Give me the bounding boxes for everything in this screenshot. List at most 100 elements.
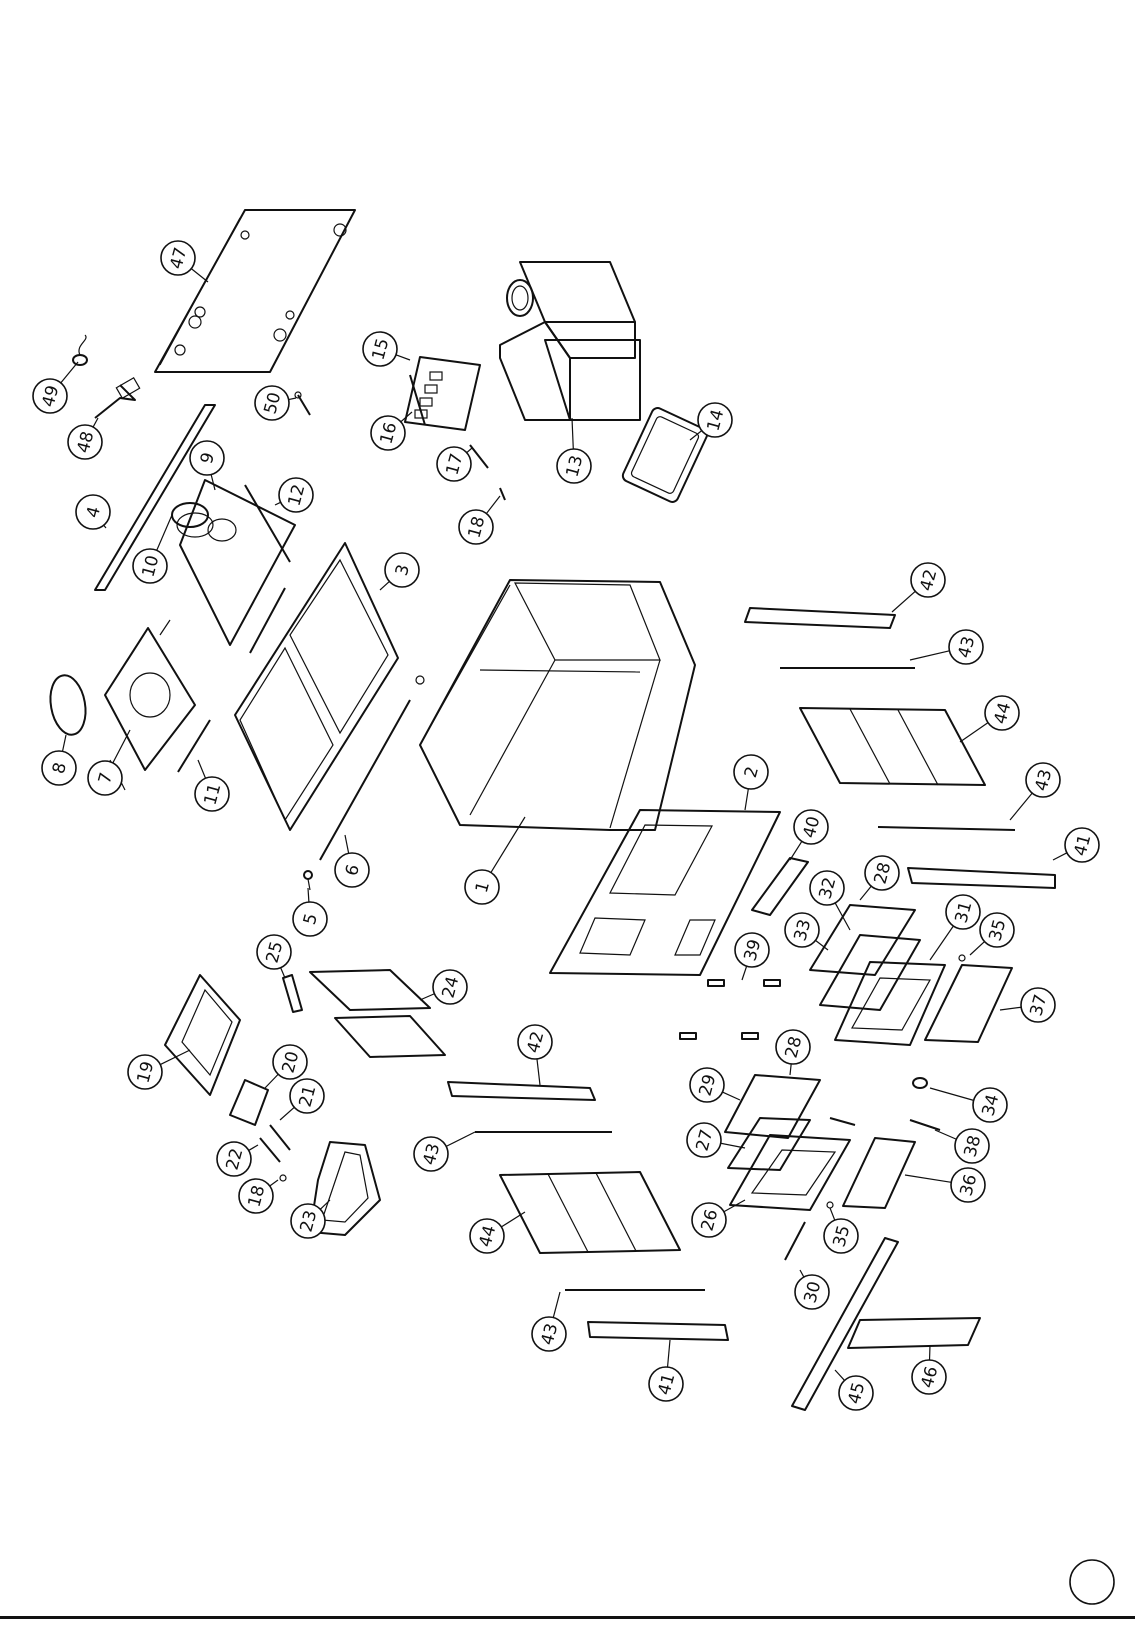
callout-43: 43 [910,630,983,664]
callout-leader [553,1292,560,1318]
callout-21: 21 [280,1079,324,1120]
footer-rule [0,1616,1135,1619]
callout-35: 35 [824,1208,858,1253]
callout-leader [830,1208,835,1220]
callout-43: 43 [1010,763,1060,820]
part-11-seal [178,720,210,772]
part-47-top-cover [155,210,355,372]
callout-41: 41 [1053,828,1099,862]
callout-44: 44 [470,1212,525,1253]
callouts-layer: 4749485015161718131449101238711651424344… [33,241,1099,1410]
callout-leader [930,1088,974,1100]
callout-leader [1010,793,1032,820]
callout-leader [93,418,98,427]
part-20-grille [230,1080,268,1125]
part-46-plate [848,1318,980,1348]
callout-34: 34 [930,1088,1007,1122]
callout-8: 8 [42,735,76,785]
callout-10: 10 [133,515,172,583]
callout-38: 38 [935,1129,989,1163]
callout-leader [910,651,949,660]
callout-28: 28 [860,856,899,900]
part-41-rail-upper [908,868,1055,888]
callout-leader [61,362,78,383]
part-50-pin [295,392,310,415]
callout-45: 45 [835,1370,873,1410]
part-1-main-body [420,580,695,830]
callout-14: 14 [690,403,732,440]
part-13-firebox [500,262,640,420]
part-44-panel-lower [500,1172,680,1253]
callout-leader [396,355,410,360]
callout-leader [930,926,953,960]
callout-leader [467,448,472,453]
callout-leader [790,841,802,860]
page-number-badge [1070,1560,1114,1604]
callout-leader [265,1074,278,1088]
callout-leader [905,1175,951,1182]
callout-3: 3 [380,553,419,590]
part-39-hinges [680,980,780,1039]
callout-13: 13 [557,418,591,483]
callout-15: 15 [363,332,410,366]
callout-49: 49 [33,362,78,413]
callout-43: 43 [414,1132,475,1171]
callout-43: 43 [532,1292,566,1351]
callout-leader [960,723,988,742]
callout-19: 19 [128,1050,190,1089]
callout-41: 41 [649,1340,683,1401]
callout-leader [280,1107,294,1120]
part-8-lid [46,673,90,738]
part-42-rail-upper [745,608,895,628]
callout-5: 5 [293,888,327,936]
callout-leader [800,1270,804,1277]
callout-24: 24 [420,970,467,1004]
callout-leader [537,1059,540,1085]
callout-leader [249,1145,258,1150]
callout-leader [745,789,748,810]
callout-42: 42 [518,1025,552,1085]
callout-leader [160,1050,190,1065]
part-5-screw [304,871,312,890]
callout-39: 39 [735,933,769,980]
callout-40: 40 [790,810,828,860]
callout-1: 1 [465,817,525,904]
part-24-stones [310,970,445,1057]
callout-leader [308,888,309,902]
callout-leader [1053,853,1067,860]
callout-leader [191,269,208,282]
callout-leader [275,502,281,505]
part-6-rod [320,676,424,860]
callout-leader [690,431,702,440]
callout-37: 37 [1000,988,1055,1022]
callout-leader [380,581,389,590]
callout-leader [446,1132,475,1146]
callout-6: 6 [335,835,369,887]
callout-leader [198,760,206,778]
callout-33: 33 [785,913,828,950]
callout-44: 44 [960,696,1019,742]
callout-18: 18 [239,1179,278,1213]
part-19-ash-unit [165,975,240,1095]
part-18-screw [500,488,505,500]
part-3-frame [235,543,398,830]
callout-leader [668,1340,670,1367]
callout-leader [501,1212,525,1227]
callout-leader [835,1370,845,1380]
part-48-rod [95,378,140,418]
part-drawings [46,210,1055,1410]
callout-leader [320,1200,330,1209]
callout-36: 36 [905,1168,985,1202]
callout-leader [281,968,285,978]
callout-47: 47 [161,241,208,282]
callout-29: 29 [690,1068,740,1102]
part-21-22-18-pins [260,1125,290,1181]
callout-leader [742,966,747,980]
callout-leader [113,730,130,763]
part-40-plate [752,858,808,915]
callout-leader [722,1092,740,1100]
callout-27: 27 [687,1123,745,1157]
callout-7: 7 [88,730,130,795]
callout-50: 50 [255,386,296,420]
